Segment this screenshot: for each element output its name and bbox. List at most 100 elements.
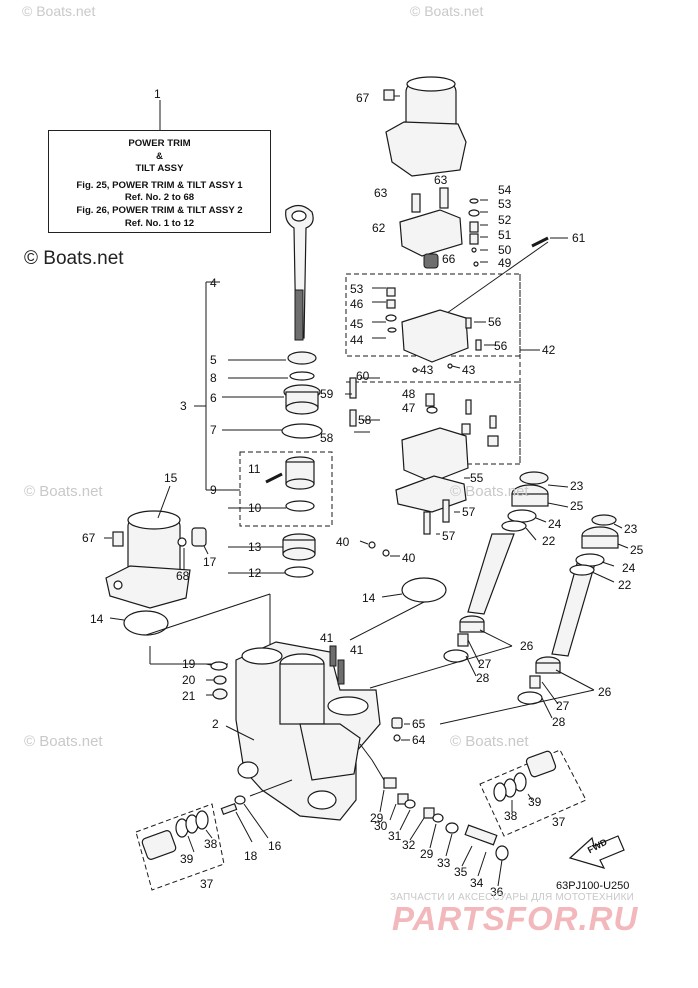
callout: 26	[598, 685, 612, 699]
callout: 9	[210, 483, 217, 497]
callout: 16	[268, 839, 282, 853]
valve-block-middle	[372, 287, 496, 373]
valve-block-upper	[399, 187, 463, 269]
callout: 68	[176, 569, 190, 583]
note-line-1: POWER TRIM	[128, 138, 191, 149]
note-line-7: Ref. No. 1 to 12	[124, 217, 195, 229]
callout: 58	[320, 431, 334, 445]
watermark-mid-left: © Boats.net	[24, 483, 103, 500]
callout: 64	[412, 733, 426, 747]
callout: 58	[358, 413, 372, 427]
watermark-mid-right: © Boats.net	[450, 483, 529, 500]
callout: 31	[388, 829, 402, 843]
footer-brand-logo: PARTSFOR.RU	[392, 900, 639, 937]
callout: 61	[572, 231, 586, 245]
callout: 52	[498, 213, 512, 227]
callout: 66	[442, 252, 456, 266]
fitting-row	[359, 743, 509, 887]
callout: 7	[210, 423, 217, 437]
check-valve-stack	[468, 198, 488, 267]
callout: 51	[498, 228, 512, 242]
callout: 8	[210, 371, 217, 385]
callout: 47	[402, 401, 416, 415]
diagram-code: 63PJ100-U250	[556, 880, 630, 892]
callout: 67	[356, 91, 370, 105]
callout: 39	[528, 795, 542, 809]
tilt-tube-right	[517, 559, 597, 705]
callout: 5	[210, 353, 217, 367]
callout: 19	[182, 657, 196, 671]
callout: 39	[180, 852, 194, 866]
callout: 36	[490, 885, 504, 899]
assembly-note-box: POWER TRIM & TILT ASSY Fig. 25, POWER TR…	[48, 130, 271, 233]
callout: 29	[370, 811, 384, 825]
forward-arrow	[568, 835, 625, 869]
callout: 30	[374, 819, 388, 833]
callout: 10	[248, 501, 262, 515]
callout: 41	[350, 643, 364, 657]
watermark-bottom-right: © Boats.net	[450, 733, 529, 750]
callout: 40	[336, 535, 350, 549]
callout: 27	[556, 699, 570, 713]
note-line-4: Fig. 25, POWER TRIM & TILT ASSY 1	[76, 179, 243, 191]
callout: 17	[203, 555, 217, 569]
callout: 59	[320, 387, 334, 401]
callout: 14	[90, 612, 104, 626]
callout: 4	[210, 276, 217, 290]
callout: 53	[498, 197, 512, 211]
tilt-rod	[285, 204, 314, 341]
callout: 18	[244, 849, 258, 863]
callout: 26	[520, 639, 534, 653]
callout: 60	[356, 369, 370, 383]
callout: 24	[548, 517, 562, 531]
callout: 43	[462, 363, 476, 377]
callout: 34	[470, 876, 484, 890]
callout: 13	[248, 540, 262, 554]
callout: 33	[437, 856, 451, 870]
watermark-top-right: © Boats.net	[410, 3, 484, 19]
callout: 15	[164, 471, 178, 485]
callout: 57	[462, 505, 476, 519]
callout: 3	[180, 399, 187, 413]
callout: 41	[320, 631, 334, 645]
callout: 22	[618, 578, 632, 592]
callout: 55	[470, 471, 484, 485]
callout: 37	[552, 815, 566, 829]
pump-motor	[104, 485, 209, 636]
tilt-tube-left	[443, 533, 515, 663]
callout: 65	[412, 717, 426, 731]
callout: 24	[622, 561, 636, 575]
callout: 45	[350, 317, 364, 331]
callout: 53	[350, 282, 364, 296]
callout: 50	[498, 243, 512, 257]
callout: 35	[454, 865, 468, 879]
callout: 54	[498, 183, 512, 197]
callout: 42	[542, 343, 556, 357]
callout: 43	[420, 363, 434, 377]
callout: 32	[402, 838, 416, 852]
callout: 44	[350, 333, 364, 347]
callout: 25	[630, 543, 644, 557]
callout: 28	[552, 715, 566, 729]
tilt-cylinder-parts	[194, 281, 333, 578]
callout: 6	[210, 391, 217, 405]
callout: 27	[478, 657, 492, 671]
callout: 11	[248, 462, 261, 476]
callout: 46	[350, 297, 364, 311]
footer-tagline: ЗАПЧАСТИ И АКСЕССУАРЫ ДЛЯ МОТОТЕХНИКИ	[390, 892, 635, 903]
callout: 67	[82, 531, 96, 545]
note-line-5: Ref. No. 2 to 68	[124, 192, 195, 204]
note-line-6: Fig. 26, POWER TRIM & TILT ASSY 2	[76, 204, 243, 216]
watermark-top-left: © Boats.net	[22, 3, 96, 19]
watermark-bottom-left: © Boats.net	[24, 733, 103, 750]
callout: 1	[154, 87, 161, 101]
piston-caps	[501, 471, 619, 576]
callout: 2	[212, 717, 219, 731]
callout: 56	[494, 339, 508, 353]
callout: 22	[542, 534, 556, 548]
callout: 20	[182, 673, 196, 687]
callout: 29	[420, 847, 434, 861]
callout: 56	[488, 315, 502, 329]
